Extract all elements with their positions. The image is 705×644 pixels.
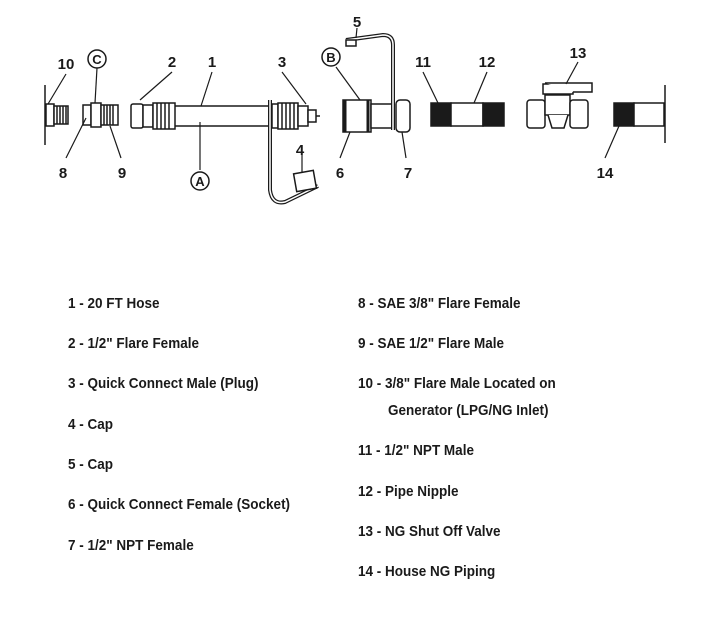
- legend-item: 3 - Quick Connect Male (Plug): [68, 375, 259, 392]
- callout-11: 11: [415, 54, 431, 71]
- legend-item-continued: Generator (LPG/NG Inlet): [388, 402, 549, 419]
- legend-item: 12 - Pipe Nipple: [358, 483, 459, 500]
- callout-8: 8: [59, 165, 67, 182]
- legend-item: 1 - 20 FT Hose: [68, 295, 160, 312]
- pipe-nipple: [430, 102, 505, 127]
- callout-4: 4: [296, 142, 305, 159]
- legend-item: 4 - Cap: [68, 416, 114, 433]
- shut-off-valve: [526, 82, 593, 129]
- legend-item: 10 - 3/8" Flare Male Located on: [358, 375, 556, 392]
- callout-6: 6: [336, 165, 344, 182]
- callout-9: 9: [118, 165, 126, 182]
- leader-lines: [47, 27, 620, 172]
- legend-item: 7 - 1/2" NPT Female: [68, 537, 194, 554]
- legend-item: 2 - 1/2" Flare Female: [68, 335, 199, 352]
- callout-2: 2: [168, 54, 176, 71]
- legend-item: 5 - Cap: [68, 456, 114, 473]
- hose: [130, 100, 320, 205]
- callout-10: 10: [58, 56, 75, 73]
- legend-item: 9 - SAE 1/2" Flare Male: [358, 335, 504, 352]
- callout-3: 3: [278, 54, 286, 71]
- house-gas-piping: [613, 85, 666, 143]
- callout-7: 7: [404, 165, 412, 182]
- legend-item: 13 - NG Shut Off Valve: [358, 523, 501, 540]
- callout-c: C: [92, 52, 102, 67]
- callout-1: 1: [208, 54, 216, 71]
- legend-item: 6 - Quick Connect Female (Socket): [68, 496, 291, 513]
- flare-adapter: [82, 102, 119, 128]
- callout-5: 5: [353, 14, 361, 31]
- callout-14: 14: [597, 165, 614, 182]
- callout-13: 13: [570, 45, 587, 62]
- callout-b: B: [326, 50, 335, 65]
- circle-markers: [87, 47, 341, 191]
- legend-item: 8 - SAE 3/8" Flare Female: [358, 295, 521, 312]
- legend-item: 11 - 1/2" NPT Male: [358, 442, 474, 459]
- quick-connect-socket: [342, 32, 411, 133]
- exploded-parts-diagram: 10 C 2 1 3 5 B 11 12 13 8 9 A 4 6 7 14: [44, 14, 666, 205]
- generator-flare-inlet: [44, 85, 69, 145]
- callout-a: A: [195, 174, 205, 189]
- legend-item: 14 - House NG Piping: [358, 563, 496, 580]
- callout-12: 12: [479, 54, 496, 71]
